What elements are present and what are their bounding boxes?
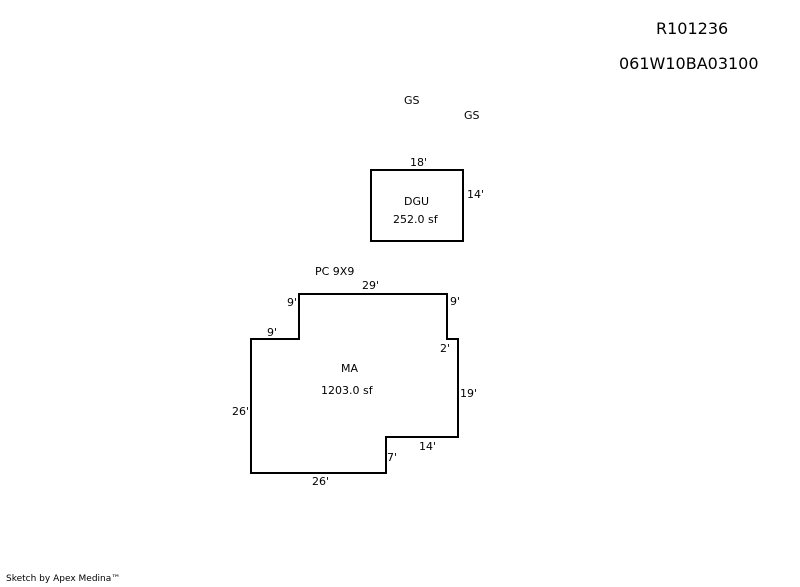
garage-dim-right: 14' xyxy=(467,188,485,201)
map-number: 061W10BA03100 xyxy=(619,54,759,73)
main-dim-upper-left-horizontal: 9' xyxy=(267,326,278,339)
main-dim-upper-right-vertical: 9' xyxy=(450,295,461,308)
sketch-credit: Sketch by Apex Medina™ xyxy=(6,574,121,584)
gs-label: GS xyxy=(464,109,480,122)
main-dim-right: 19' xyxy=(460,387,478,400)
garage-area: 252.0 sf xyxy=(393,213,438,226)
main-area-size: 1203.0 sf xyxy=(321,384,373,397)
main-dim-notch-horizontal: 14' xyxy=(419,440,437,453)
main-dim-upper-left-vertical: 9' xyxy=(287,296,298,309)
garage-outline xyxy=(370,169,464,242)
main-area-outline xyxy=(250,293,459,474)
main-area-code: MA xyxy=(341,362,359,375)
garage-code: DGU xyxy=(404,195,430,208)
main-dim-right-step: 2' xyxy=(440,342,451,355)
main-dim-top: 29' xyxy=(362,279,380,292)
porch-label: PC 9X9 xyxy=(315,265,355,278)
record-id: R101236 xyxy=(656,19,729,38)
main-dim-bottom: 26' xyxy=(312,475,330,488)
main-dim-left: 26' xyxy=(232,405,250,418)
gs-label: GS xyxy=(404,94,420,107)
garage-dim-top: 18' xyxy=(410,156,428,169)
main-dim-notch-vertical: 7' xyxy=(387,451,398,464)
